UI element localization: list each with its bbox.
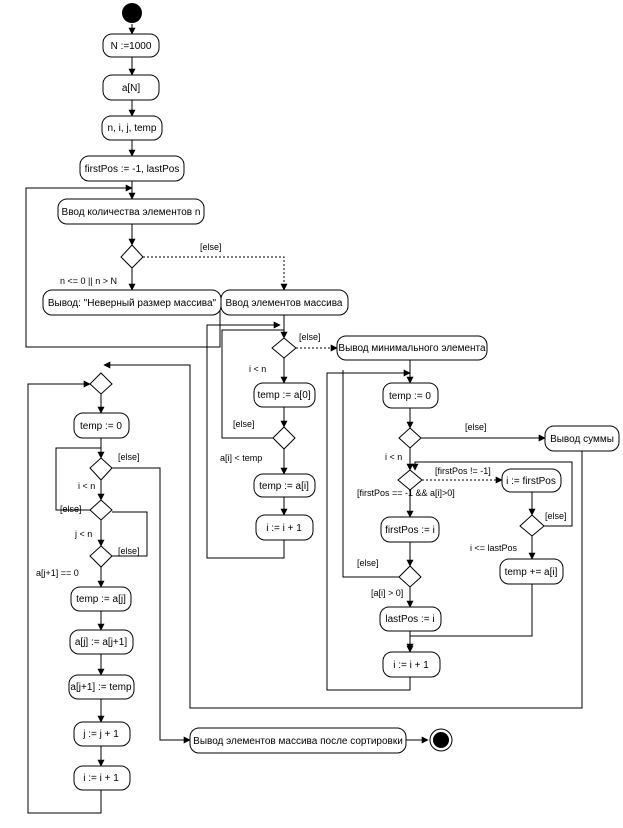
- svg-text:Вывод суммы: Вывод суммы: [550, 434, 614, 445]
- activity-first-last: firstPos := -1, lastPos: [79, 155, 185, 182]
- connectors: [25, 24, 583, 814]
- svg-text:a[N]: a[N]: [122, 83, 141, 94]
- decision-first-pos: [397, 469, 423, 491]
- svg-text:Вывод минимального элемента: Вывод минимального элемента: [338, 343, 486, 354]
- guard-else-4: [else]: [465, 422, 487, 432]
- activity-temp-a0: temp := a[0]: [253, 382, 316, 408]
- svg-text:j := j + 1: j := j + 1: [82, 729, 119, 740]
- guard-j-lt-n: j < n: [74, 529, 92, 539]
- guard-else-3: [else]: [233, 419, 255, 429]
- svg-text:temp += a[i]: temp += a[i]: [505, 567, 558, 578]
- activity-error-output: Вывод: "Неверный размер массива": [42, 289, 222, 316]
- svg-text:Вывод: "Неверный размер массив: Вывод: "Неверный размер массива": [48, 298, 217, 309]
- svg-text:firstPos := -1, lastPos: firstPos := -1, lastPos: [85, 164, 180, 175]
- svg-text:Вывод элементов массива после: Вывод элементов массива после сортировки: [193, 736, 403, 747]
- svg-text:firstPos := i: firstPos := i: [385, 525, 435, 536]
- activity-temp-zero-1: temp := 0: [382, 382, 439, 409]
- svg-text:Ввод количества элементов n: Ввод количества элементов n: [62, 207, 201, 218]
- guard-else-sort-1: [else]: [118, 452, 140, 462]
- guard-first-neq: [firstPos != -1]: [435, 466, 491, 476]
- guard-else-6: [else]: [357, 558, 379, 568]
- guard-aj-cond: a[j+1] == 0: [36, 568, 79, 578]
- svg-text:lastPos := i: lastPos := i: [385, 614, 434, 625]
- activity-i-first: i := firstPos: [501, 468, 562, 493]
- activity-sorted-output: Вывод элементов массива после сортировки: [189, 727, 407, 754]
- final-node: [429, 728, 453, 752]
- svg-text:temp := a[i]: temp := a[i]: [259, 481, 309, 492]
- decision-last-pos: [519, 514, 545, 537]
- activity-input-elements: Ввод элементов массива: [220, 289, 349, 316]
- guard-else-sort-2: [else]: [60, 504, 82, 514]
- activity-temp-ai-1: temp := a[i]: [253, 473, 316, 498]
- decision-input-loop: [271, 337, 297, 359]
- activity-input-count: Ввод количества элементов n: [57, 198, 205, 225]
- activity-first-i: firstPos := i: [380, 516, 440, 543]
- activity-vars-decl: n, i, j, temp: [101, 115, 163, 141]
- decision-min-compare: [272, 426, 296, 450]
- activity-temp-zero-2: temp := 0: [73, 412, 130, 439]
- guard-i-lt-n-2: i < n: [385, 452, 402, 462]
- activity-i-inc-3: i := i + 1: [73, 765, 131, 791]
- activity-temp-add: temp += a[i]: [499, 558, 564, 585]
- svg-text:temp := a[j]: temp := a[j]: [76, 594, 126, 605]
- svg-text:Ввод элементов массива: Ввод элементов массива: [226, 298, 343, 309]
- decision-n-valid: [120, 244, 144, 269]
- activity-last-i: lastPos := i: [379, 606, 442, 632]
- activity-aj-aj1: a[j] := a[j+1]: [69, 629, 134, 655]
- svg-text:temp := 0: temp := 0: [389, 391, 431, 402]
- guard-else-sort-3: [else]: [118, 546, 140, 556]
- svg-text:i := i + 1: i := i + 1: [83, 773, 119, 784]
- guard-i-lt-n-3: i < n: [78, 481, 95, 491]
- svg-text:temp := 0: temp := 0: [80, 421, 122, 432]
- activity-n-init: N :=1000: [102, 33, 160, 58]
- decision-sort-swap: [89, 545, 113, 568]
- guard-first-eq: [firstPos == -1 && a[i]>0]: [357, 488, 455, 498]
- activity-i-inc-2: i := i + 1: [382, 651, 441, 678]
- guard-ai-lt-temp: a[i] < temp: [220, 453, 262, 463]
- svg-text:a[j+1] := temp: a[j+1] := temp: [70, 682, 132, 693]
- activity-aj1-temp: a[j+1] := temp: [68, 674, 135, 700]
- decision-sort-inner: [89, 499, 113, 521]
- svg-text:i := i + 1: i := i + 1: [266, 523, 302, 534]
- guard-bad-n: n <= 0 || n > N: [60, 276, 117, 286]
- svg-text:n, i, j, temp: n, i, j, temp: [108, 123, 157, 134]
- decision-sort-outer: [89, 457, 113, 481]
- guard-i-lt-n-1: i < n: [249, 364, 266, 374]
- guard-else-2: [else]: [299, 332, 321, 342]
- activity-sum-output: Вывод суммы: [544, 425, 620, 452]
- initial-node: [122, 3, 142, 23]
- svg-text:i := firstPos: i := firstPos: [506, 476, 556, 487]
- decision-positive: [398, 565, 422, 588]
- decision-sum-loop: [398, 427, 422, 449]
- guard-ai-gt-0: [a[i] > 0]: [371, 588, 403, 598]
- svg-text:i := i + 1: i := i + 1: [393, 660, 429, 671]
- activity-min-output: Вывод минимального элемента: [336, 335, 488, 361]
- activity-arr-decl: a[N]: [102, 74, 160, 101]
- svg-text:a[j] := a[j+1]: a[j] := a[j+1]: [75, 637, 127, 648]
- activity-i-inc-1: i := i + 1: [255, 514, 314, 541]
- activity-temp-aj: temp := a[j]: [70, 586, 132, 612]
- activity-j-inc: j := j + 1: [73, 721, 131, 747]
- svg-text:N :=1000: N :=1000: [111, 41, 152, 52]
- guard-else-5: [else]: [545, 511, 567, 521]
- guard-else-n: [else]: [200, 242, 222, 252]
- guard-i-le-last: i <= lastPos: [470, 543, 518, 553]
- decision-sort-merge: [89, 372, 113, 395]
- svg-text:temp := a[0]: temp := a[0]: [257, 390, 310, 401]
